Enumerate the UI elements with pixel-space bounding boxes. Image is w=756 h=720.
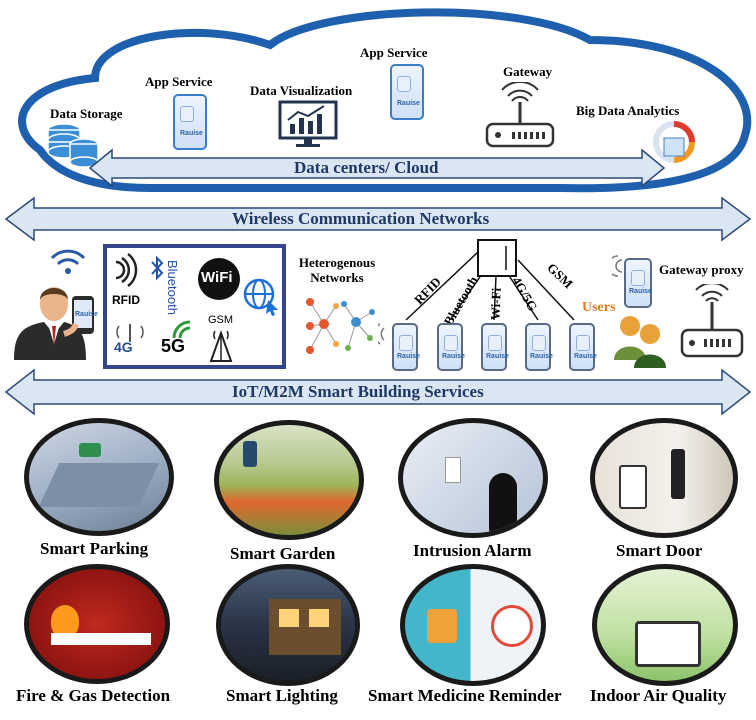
users-icon <box>614 316 666 368</box>
app-phone-icon: Rauise <box>173 94 207 150</box>
link-wifi-label: Wi-Fi <box>487 287 504 321</box>
wifi-icon <box>50 249 86 274</box>
5g-label: 5G <box>161 336 186 356</box>
4g-label: 4G <box>114 339 133 355</box>
bluetooth-icon <box>151 255 164 281</box>
network-graph-icon <box>306 298 375 354</box>
gateway-label: Gateway <box>503 64 553 79</box>
device-phone-3: Rauise <box>481 323 509 371</box>
service-smart-door: Smart Door <box>616 541 703 560</box>
tower-4g-icon <box>116 324 144 342</box>
router-icon <box>485 82 555 148</box>
person-phone-brand: Rauise <box>75 311 98 318</box>
indoor-air-quality-image <box>592 564 738 686</box>
app-service-left-label: App Service <box>145 74 213 89</box>
gsm-tower-icon <box>209 330 233 362</box>
intrusion-alarm-image <box>398 418 548 538</box>
wifi-badge-icon <box>198 258 240 300</box>
smart-medicine-reminder-image <box>400 564 546 686</box>
service-smart-medicine-reminder: Smart Medicine Reminder <box>368 686 562 705</box>
cloud-band-label: Data centers/ Cloud <box>294 158 439 177</box>
smart-garden-image <box>214 420 364 540</box>
data-visualization-label: Data Visualization <box>250 83 353 98</box>
big-data-analytics-label: Big Data Analytics <box>576 103 680 118</box>
gateway-proxy-router-icon <box>680 284 744 358</box>
gateway-proxy-label: Gateway proxy <box>659 262 744 277</box>
heterogenous-networks-label: Heterogenous Networks <box>298 255 376 285</box>
analytics-gauge-icon <box>653 121 695 163</box>
database-icon <box>47 123 99 168</box>
device-phone-5: Rauise <box>569 323 597 371</box>
service-smart-garden: Smart Garden <box>230 544 336 563</box>
app-phone-icon-2: Rauise <box>390 64 424 120</box>
service-fire-gas-detection: Fire & Gas Detection <box>16 686 171 705</box>
data-storage-label: Data Storage <box>50 106 123 121</box>
iot-band-label: IoT/M2M Smart Building Services <box>232 382 484 401</box>
gateway-proxy-phone-icon: Rauise <box>624 258 652 308</box>
device-phone-4: Rauise <box>525 323 553 371</box>
wifi-badge-label: WiFi <box>201 269 233 286</box>
smart-parking-image <box>24 418 174 536</box>
signal-waves-icon <box>612 255 623 277</box>
link-lines <box>378 239 575 345</box>
users-label: Users <box>582 300 616 315</box>
cloud-band-arrow <box>88 148 666 188</box>
smart-lighting-image <box>216 564 360 686</box>
chart-monitor-icon <box>278 100 338 147</box>
signal-5g-icon <box>172 320 191 339</box>
service-indoor-air-quality: Indoor Air Quality <box>590 686 727 705</box>
bluetooth-label: Bluetooth <box>165 260 180 315</box>
fire-gas-detection-image <box>24 564 170 684</box>
app-service-right-label: App Service <box>360 45 428 60</box>
rfid-label: RFID <box>112 293 140 307</box>
globe-cursor-icon <box>243 278 278 316</box>
service-intrusion-alarm: Intrusion Alarm <box>413 541 532 560</box>
device-phone-2: Rauise <box>437 323 465 371</box>
businessman-icon <box>14 287 94 360</box>
gsm-label: GSM <box>208 314 234 326</box>
device-phone-1: Rauise <box>392 323 420 371</box>
smart-door-image <box>590 418 738 538</box>
wireless-band-label: Wireless Communication Networks <box>232 209 490 228</box>
wireless-band-arrow <box>4 196 752 242</box>
service-smart-lighting: Smart Lighting <box>226 686 338 705</box>
service-smart-parking: Smart Parking <box>40 539 149 558</box>
iot-band-arrow <box>4 368 752 416</box>
rfid-icon <box>115 253 138 287</box>
